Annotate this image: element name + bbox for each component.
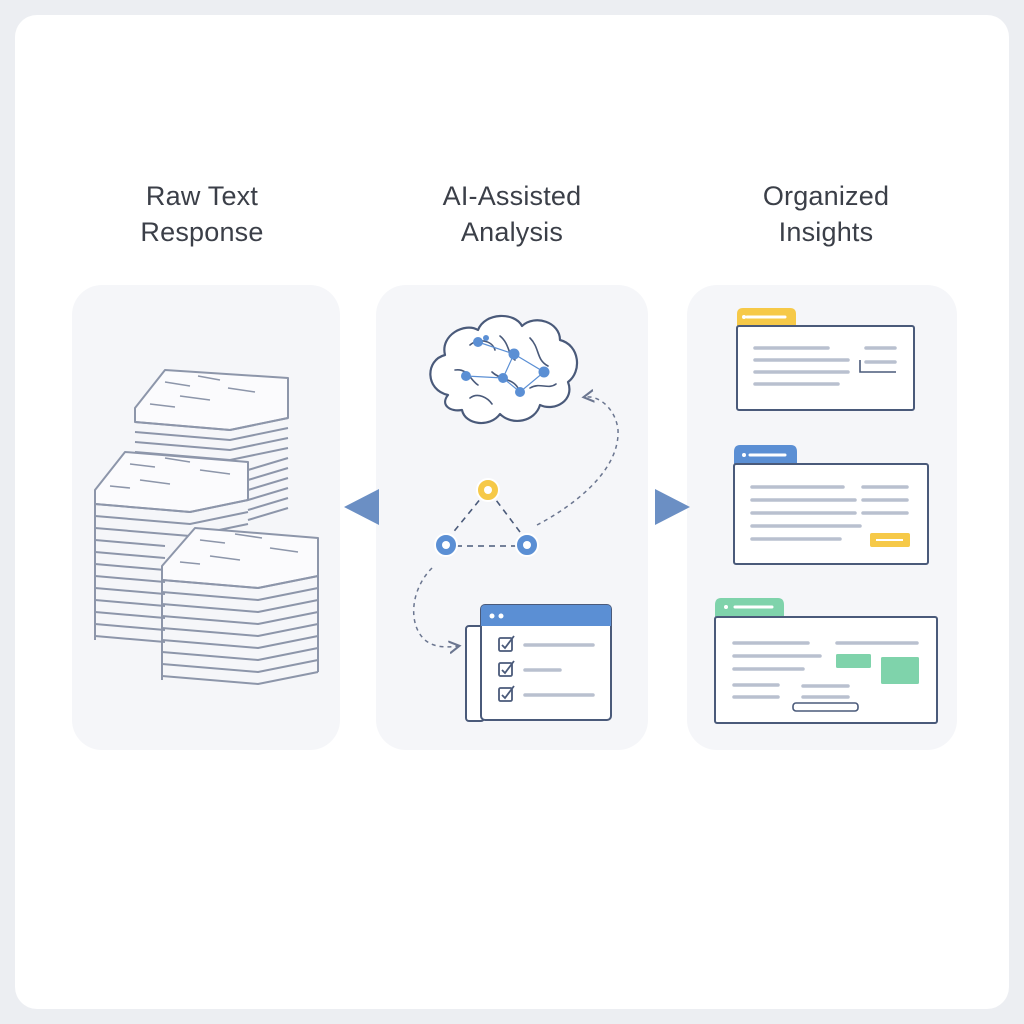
stage-title-ai: AI-Assisted Analysis xyxy=(382,178,642,250)
arrow-left-icon xyxy=(344,489,379,525)
paper-stack-back xyxy=(134,369,289,521)
checklist-window-icon xyxy=(465,604,612,722)
arrow-right-icon xyxy=(655,489,690,525)
stage-title-raw: Raw Text Response xyxy=(72,178,332,250)
stage-title-organized-line2: Insights xyxy=(778,217,874,247)
curve-arrow-to-brain xyxy=(536,397,619,526)
stage-title-ai-line2: Analysis xyxy=(460,217,564,247)
paper-stack-icon xyxy=(94,369,319,685)
folder-card-icon-yellow xyxy=(736,308,915,411)
stage-title-ai-line1: AI-Assisted xyxy=(442,181,582,211)
node-graph-icon xyxy=(434,478,539,557)
stage-title-raw-line1: Raw Text xyxy=(145,181,259,211)
folder-card-icon-blue xyxy=(733,445,929,565)
stage-title-raw-line2: Response xyxy=(140,217,264,247)
paper-stack-front xyxy=(161,527,319,685)
brain-network-icon xyxy=(429,314,579,424)
stage-title-organized: Organized Insights xyxy=(696,178,956,250)
stage-title-organized-line1: Organized xyxy=(762,181,890,211)
folder-card-icon-green xyxy=(714,598,938,724)
curve-arrow-to-checklist xyxy=(413,567,458,647)
